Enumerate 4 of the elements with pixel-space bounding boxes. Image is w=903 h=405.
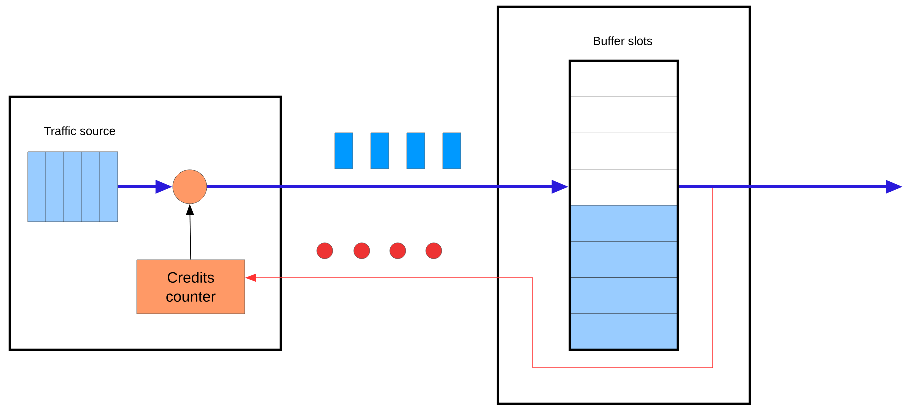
counter-box: Credits counter [136,260,246,314]
queue-drawing [28,152,118,222]
multiplexer-circle [172,170,208,204]
buffer-drawing [568,60,680,352]
